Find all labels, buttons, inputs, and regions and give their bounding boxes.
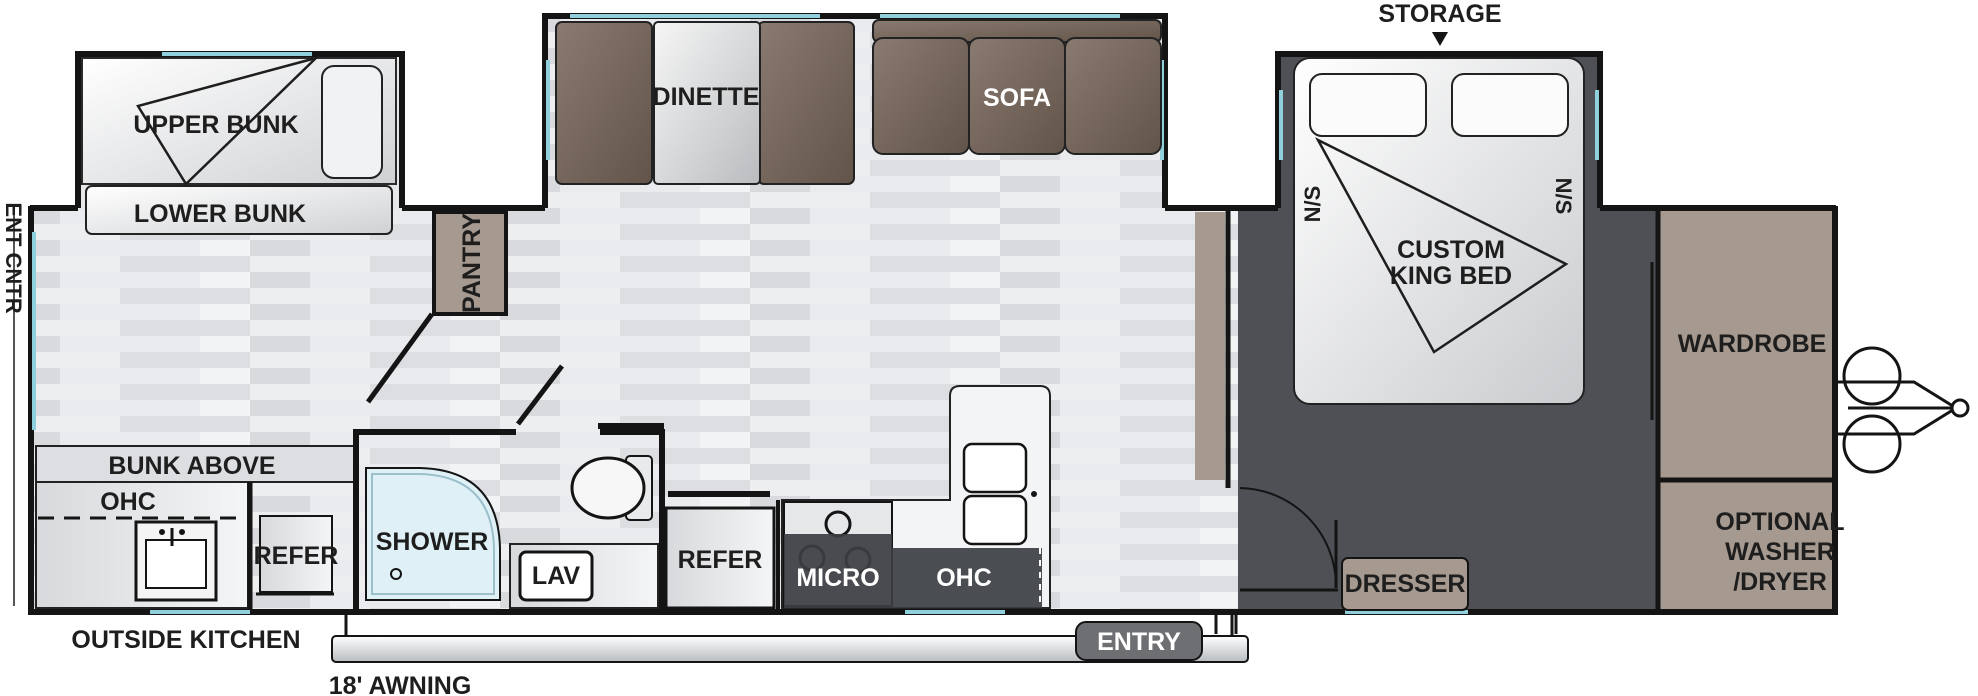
- lav-sink: [518, 550, 594, 602]
- kitchen-sink-2: [962, 494, 1028, 546]
- lav-label: LAV: [532, 562, 580, 590]
- dresser-label: DRESSER: [1345, 570, 1466, 598]
- lower-bunk-label: LOWER BUNK: [134, 200, 306, 228]
- awning: [331, 635, 1249, 663]
- washer-label-2: WASHER: [1725, 538, 1835, 566]
- entry-step: [1075, 621, 1203, 661]
- ohc-kitchen-zone: [892, 548, 1042, 608]
- ohc-kitchen-label: OHC: [936, 564, 992, 592]
- king-bed: [1293, 57, 1585, 405]
- shower: [365, 467, 501, 601]
- dinette-slide-wall: [542, 13, 1168, 208]
- bedroom-closet: [1195, 212, 1225, 480]
- micro-label: MICRO: [796, 564, 879, 592]
- king-bed-label-2: KING BED: [1390, 262, 1512, 290]
- king-bed-label-1: CUSTOM: [1397, 236, 1505, 264]
- bed-slide-wall: [1275, 51, 1603, 208]
- pantry-label: PANTRY: [458, 213, 486, 313]
- awning-label: 18' AWNING: [329, 672, 472, 696]
- refer-label: REFER: [678, 546, 763, 574]
- upper-bunk-pillow: [321, 65, 383, 179]
- sink-knob-right: [179, 529, 185, 535]
- lower-bunk: [85, 185, 393, 235]
- pantry: [432, 210, 508, 316]
- bunk-above-label: BUNK ABOVE: [108, 452, 275, 480]
- storage-arrow-icon: [1432, 32, 1448, 46]
- ent-cntr-label: ENT CNTR: [1, 202, 26, 313]
- shower-drain-icon: [390, 568, 402, 580]
- kitchen-faucet-icon: [1031, 491, 1037, 497]
- bedroom-door-swing: [1239, 487, 1337, 587]
- ohc-left-label: OHC: [100, 488, 156, 516]
- bed-pillow-right: [1451, 73, 1569, 137]
- refer: [664, 506, 776, 610]
- bed-pillow-left: [1309, 73, 1427, 137]
- sofa-cushion-1: [872, 37, 970, 155]
- outside-sink-basin: [145, 539, 207, 589]
- dinette-bench-right: [757, 21, 855, 185]
- kitchen-sink-1: [962, 442, 1028, 494]
- nightstand-left-label: N/S: [1300, 186, 1325, 223]
- dresser: [1341, 557, 1469, 611]
- dinette-table: [653, 21, 761, 185]
- micro-zone: [784, 534, 892, 608]
- washer-label-1: OPTIONAL: [1715, 508, 1844, 536]
- wardrobe-area: [1658, 208, 1836, 612]
- storage-label: STORAGE: [1378, 0, 1501, 28]
- outside-kitchen-label: OUTSIDE KITCHEN: [71, 626, 300, 654]
- wardrobe-label: WARDROBE: [1678, 330, 1827, 358]
- toilet: [570, 456, 646, 520]
- bed-blanket: [1314, 137, 1569, 354]
- dinette-bench-left: [555, 21, 653, 185]
- shower-inner: [371, 473, 495, 595]
- upper-bunk-label: UPPER BUNK: [133, 111, 298, 139]
- entry-label: ENTRY: [1097, 628, 1181, 656]
- sink-knob-left: [159, 529, 165, 535]
- outside-refer-label: REFER: [254, 542, 339, 570]
- dinette-label: DINETTE: [653, 83, 760, 111]
- nightstand-right-label: N/S: [1551, 178, 1576, 215]
- hitch: [1838, 346, 1970, 474]
- sofa-label: SOFA: [983, 84, 1051, 112]
- bath-door: [365, 312, 435, 404]
- bath-door-2: [516, 364, 564, 426]
- outside-refer: [259, 515, 333, 593]
- sofa-cushion-3: [1064, 37, 1162, 155]
- upper-bunk-blanket: [136, 55, 321, 186]
- shower-label: SHOWER: [376, 528, 489, 556]
- washer-label-3: /DRYER: [1733, 568, 1827, 596]
